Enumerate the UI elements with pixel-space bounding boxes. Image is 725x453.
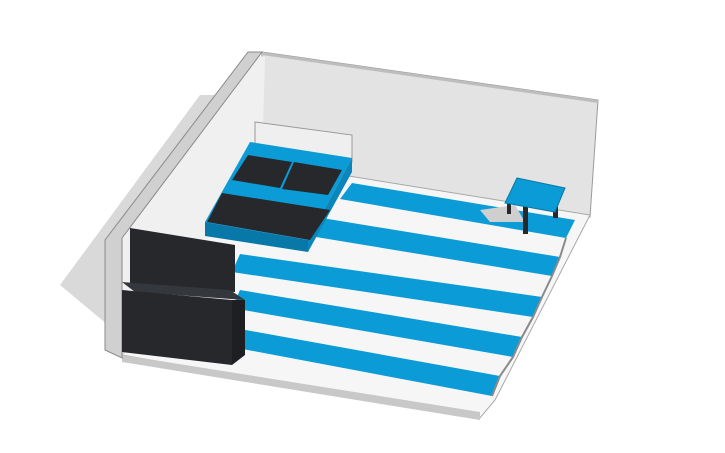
mattress — [207, 193, 330, 240]
left-wall-edge — [104, 51, 264, 359]
tv-stand-top — [122, 282, 245, 300]
pillow — [282, 162, 342, 195]
tv-screen — [130, 228, 235, 292]
bed-frame-side — [205, 222, 308, 252]
floor-stripe — [340, 183, 575, 238]
bed-frame-end — [308, 158, 352, 252]
floor-stripe — [310, 218, 560, 276]
pillow — [232, 155, 292, 188]
floor-front-edge — [122, 355, 480, 420]
table-leg — [507, 200, 511, 214]
table-top — [504, 177, 566, 213]
side-table[interactable] — [480, 177, 566, 234]
tv-unit[interactable] — [122, 228, 245, 365]
tv-stand-side — [232, 300, 245, 365]
floor-stripe — [232, 290, 522, 357]
table-shadow — [480, 205, 525, 222]
table-leg — [523, 206, 528, 234]
floor-stripe — [232, 329, 500, 396]
bed[interactable] — [205, 121, 353, 252]
tv-stand-front — [122, 290, 232, 365]
stripe-step-edge — [491, 237, 567, 397]
floor-stripes — [232, 183, 575, 397]
back-wall-top-edge — [262, 52, 598, 103]
floor-stripe — [232, 254, 542, 317]
